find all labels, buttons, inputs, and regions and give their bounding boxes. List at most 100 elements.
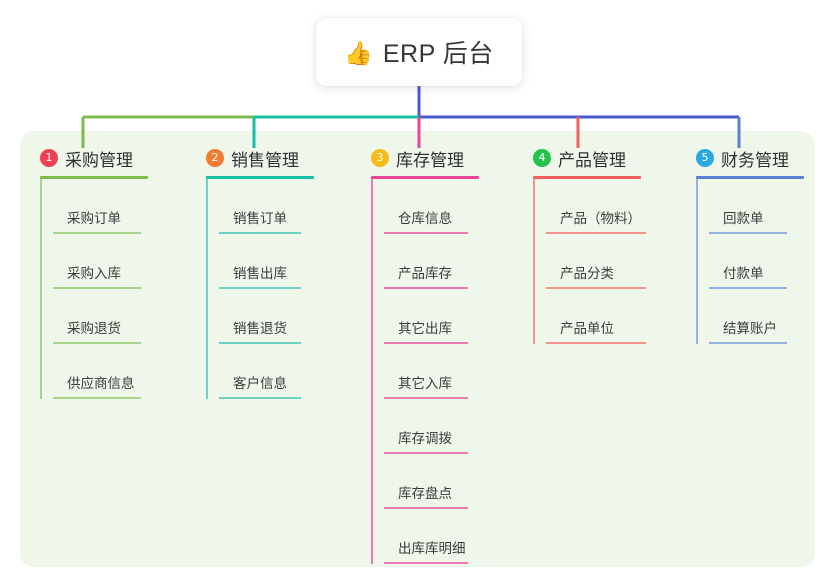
leaf-label: 回款单 — [723, 211, 764, 226]
leaf-item[interactable]: 库存盘点 — [384, 454, 479, 509]
leaf-item[interactable]: 出库库明细 — [384, 509, 479, 564]
branch-badge-5: 5 — [696, 149, 714, 167]
branch-badge-1: 1 — [40, 149, 58, 167]
leaf-label: 产品（物料） — [560, 211, 641, 226]
leaf-list-4: 产品（物料） 产品分类产品单位 — [533, 179, 646, 344]
leaf-label: 付款单 — [723, 266, 764, 281]
branch-column-2: 2 销售管理销售订单销售出库销售退货客户信息 — [206, 145, 314, 399]
leaf-label: 产品单位 — [560, 321, 614, 336]
leaf-label: 销售订单 — [233, 211, 287, 226]
leaf-underline — [384, 397, 468, 399]
leaf-item[interactable]: 采购订单 — [53, 179, 148, 234]
leaf-item[interactable]: 其它出库 — [384, 289, 479, 344]
leaf-item[interactable]: 产品分类 — [546, 234, 646, 289]
leaf-item[interactable]: 销售退货 — [219, 289, 314, 344]
leaf-label: 库存调拨 — [398, 431, 452, 446]
leaf-item[interactable]: 库存调拨 — [384, 399, 479, 454]
leaf-item[interactable]: 产品（物料） — [546, 179, 646, 234]
leaf-underline — [384, 562, 468, 564]
leaf-underline — [219, 232, 301, 234]
leaf-underline — [709, 287, 787, 289]
leaf-label: 出库库明细 — [398, 541, 466, 556]
leaf-label: 客户信息 — [233, 376, 287, 391]
leaf-item[interactable]: 销售订单 — [219, 179, 314, 234]
branch-header-4[interactable]: 4 产品管理 — [533, 145, 641, 171]
leaf-underline — [546, 342, 646, 344]
branch-column-1: 1 采购管理采购订单采购入库采购退货供应商信息 — [40, 145, 148, 399]
leaf-list-1: 采购订单采购入库采购退货供应商信息 — [40, 179, 148, 399]
leaf-label: 销售退货 — [233, 321, 287, 336]
branch-underline-3 — [371, 176, 479, 179]
branch-underline-1 — [40, 176, 148, 179]
branch-header-2[interactable]: 2 销售管理 — [206, 145, 314, 171]
leaf-underline — [219, 342, 301, 344]
leaf-spine-5 — [696, 179, 698, 344]
leaf-label: 结算账户 — [723, 321, 777, 336]
leaf-item[interactable]: 产品库存 — [384, 234, 479, 289]
leaf-item[interactable]: 销售出库 — [219, 234, 314, 289]
leaf-underline — [384, 232, 468, 234]
branch-underline-4 — [533, 176, 641, 179]
branch-header-1[interactable]: 1 采购管理 — [40, 145, 148, 171]
leaf-item[interactable]: 仓库信息 — [384, 179, 479, 234]
leaf-label: 产品分类 — [560, 266, 614, 281]
leaf-underline — [53, 397, 141, 399]
leaf-underline — [709, 232, 787, 234]
leaf-list-3: 仓库信息产品库存其它出库其它入库库存调拨库存盘点出库库明细 — [371, 179, 479, 564]
leaf-underline — [53, 342, 141, 344]
branch-header-3[interactable]: 3 库存管理 — [371, 145, 479, 171]
leaf-label: 其它出库 — [398, 321, 452, 336]
leaf-label: 采购退货 — [67, 321, 121, 336]
thumbs-up-icon: 👍 — [344, 39, 373, 66]
leaf-item[interactable]: 付款单 — [709, 234, 804, 289]
leaf-underline — [546, 232, 646, 234]
leaf-underline — [384, 452, 468, 454]
branch-title-2: 销售管理 — [231, 150, 299, 170]
leaf-underline — [709, 342, 787, 344]
leaf-list-2: 销售订单销售出库销售退货客户信息 — [206, 179, 314, 399]
leaf-label: 其它入库 — [398, 376, 452, 391]
leaf-label: 采购入库 — [67, 266, 121, 281]
leaf-underline — [384, 342, 468, 344]
branch-badge-4: 4 — [533, 149, 551, 167]
leaf-label: 库存盘点 — [398, 486, 452, 501]
leaf-underline — [53, 287, 141, 289]
branch-title-3: 库存管理 — [396, 150, 464, 170]
leaf-item[interactable]: 产品单位 — [546, 289, 646, 344]
leaf-spine-1 — [40, 179, 42, 399]
leaf-item[interactable]: 采购退货 — [53, 289, 148, 344]
branch-underline-5 — [696, 176, 804, 179]
branch-badge-2: 2 — [206, 149, 224, 167]
branch-title-1: 采购管理 — [65, 150, 133, 170]
branch-title-4: 产品管理 — [558, 150, 626, 170]
root-node-title: ERP 后台 — [382, 40, 494, 68]
leaf-underline — [219, 287, 301, 289]
leaf-item[interactable]: 客户信息 — [219, 344, 314, 399]
leaf-label: 产品库存 — [398, 266, 452, 281]
branch-badge-3: 3 — [371, 149, 389, 167]
leaf-item[interactable]: 结算账户 — [709, 289, 804, 344]
leaf-item[interactable]: 回款单 — [709, 179, 804, 234]
leaf-item[interactable]: 其它入库 — [384, 344, 479, 399]
leaf-label: 销售出库 — [233, 266, 287, 281]
diagram-panel — [20, 131, 815, 567]
leaf-spine-2 — [206, 179, 208, 399]
leaf-label: 供应商信息 — [67, 376, 135, 391]
leaf-label: 采购订单 — [67, 211, 121, 226]
branch-column-3: 3 库存管理仓库信息产品库存其它出库其它入库库存调拨库存盘点出库库明细 — [371, 145, 479, 564]
leaf-list-5: 回款单付款单结算账户 — [696, 179, 804, 344]
root-node[interactable]: 👍 ERP 后台 — [316, 18, 522, 86]
leaf-underline — [219, 397, 301, 399]
leaf-underline — [384, 287, 468, 289]
leaf-label: 仓库信息 — [398, 211, 452, 226]
leaf-item[interactable]: 采购入库 — [53, 234, 148, 289]
branch-underline-2 — [206, 176, 314, 179]
leaf-spine-3 — [371, 179, 373, 564]
leaf-underline — [546, 287, 646, 289]
leaf-item[interactable]: 供应商信息 — [53, 344, 148, 399]
branch-column-4: 4 产品管理产品（物料） 产品分类产品单位 — [533, 145, 646, 344]
leaf-underline — [53, 232, 141, 234]
